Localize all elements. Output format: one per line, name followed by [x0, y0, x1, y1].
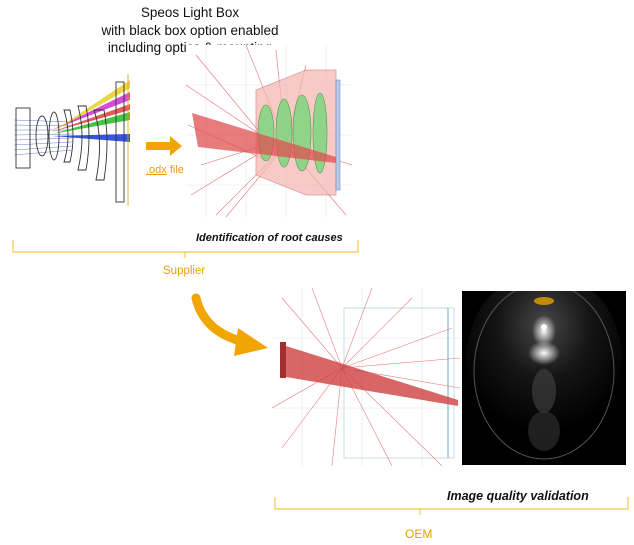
- lens-raytrace-figure: [12, 70, 138, 210]
- title-line-1: Speos Light Box: [140, 5, 240, 20]
- oem-raytrace-figure: [272, 288, 460, 466]
- title-line-2: with black box option enabled: [101, 22, 279, 38]
- oem-label: OEM: [405, 527, 433, 541]
- curved-arrow-icon: [191, 293, 268, 356]
- odx-extension: .odx: [146, 164, 167, 176]
- root-causes-caption: Identification of root causes: [196, 232, 343, 244]
- oem-bracket: [274, 497, 629, 515]
- supplier-label: Supplier: [163, 265, 206, 277]
- supplier-crosssection-figure: [186, 45, 352, 217]
- odx-file-word: file: [169, 164, 184, 176]
- simulated-image-figure: [462, 291, 626, 465]
- supplier-bracket: [12, 240, 359, 258]
- diagram-title: Speos Light Box with black box option en…: [70, 4, 310, 57]
- odx-file-label: .odx file: [146, 164, 184, 176]
- image-quality-caption: Image quality validation: [447, 489, 589, 503]
- transfer-arrow-icon: [146, 136, 182, 156]
